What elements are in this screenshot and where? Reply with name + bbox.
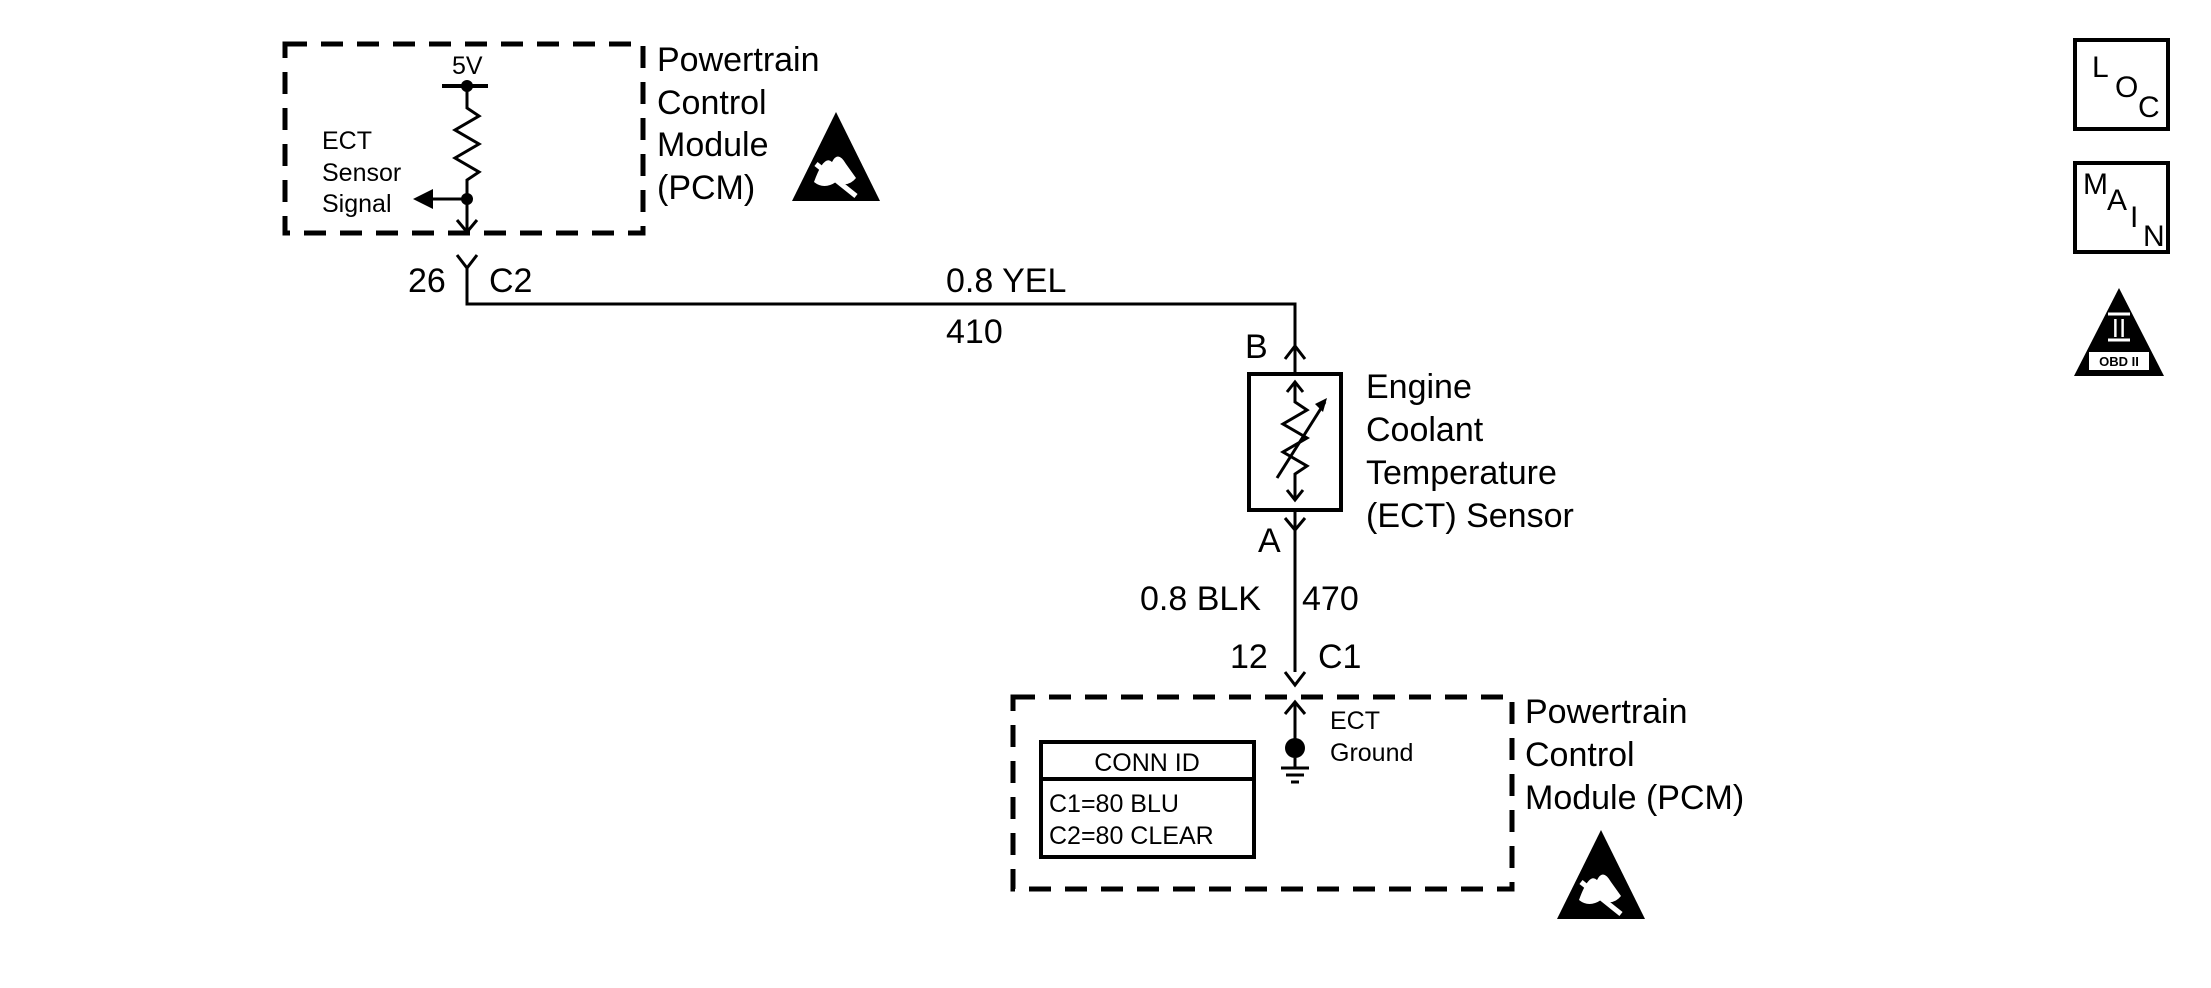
signal-arrow-icon xyxy=(413,189,433,209)
sensor-label-1: Engine xyxy=(1366,368,1472,406)
pcm-top-label-4: (PCM) xyxy=(657,169,755,207)
supply-5v-label: 5V xyxy=(452,52,483,80)
conn-id-table: CONN ID C1=80 BLU C2=80 CLEAR xyxy=(1039,740,1256,859)
loc-icon[interactable]: L O C xyxy=(2073,38,2170,131)
sensor-label-3: Temperature xyxy=(1366,454,1557,492)
variable-arrow-head xyxy=(1315,398,1327,412)
svg-text:M: M xyxy=(2083,168,2108,201)
signal-label-2: Sensor xyxy=(322,159,401,187)
thermistor-icon xyxy=(1280,384,1310,498)
sensor-label-4: (ECT) Sensor xyxy=(1366,497,1574,535)
connector-c1-pin: 12 xyxy=(1230,638,1268,676)
svg-text:A: A xyxy=(2107,184,2127,217)
wire-410-circuit: 410 xyxy=(946,313,1003,351)
pcm-top-label-3: Module xyxy=(657,126,769,164)
ground-arrow-chevron xyxy=(1283,699,1307,715)
pcm-top-module: Powertrain Control Module (PCM) 5V ECT S… xyxy=(282,41,880,236)
esd-warning-icon xyxy=(792,112,880,201)
wire-410-path xyxy=(465,268,1297,346)
svg-text:L: L xyxy=(2092,51,2109,84)
svg-text:C: C xyxy=(2138,91,2160,124)
conn-id-row-2: C2=80 CLEAR xyxy=(1049,822,1214,850)
connector-c2-pin: 26 xyxy=(408,262,446,300)
ground-label-1: ECT xyxy=(1330,707,1380,735)
thermistor-top-arrow xyxy=(1285,379,1305,393)
pullup-resistor xyxy=(452,86,482,199)
sensor-label-2: Coolant xyxy=(1366,411,1484,449)
wire-470: 0.8 BLK 470 12 C1 xyxy=(1140,530,1361,688)
thermistor-variable-arrow xyxy=(1275,401,1327,479)
conn-id-row-1: C1=80 BLU xyxy=(1049,790,1179,818)
wire-410: 0.8 YEL 410 xyxy=(465,262,1297,351)
wire-410-size-color: 0.8 YEL xyxy=(946,262,1066,300)
pin12-chevron xyxy=(1283,671,1307,688)
svg-text:II: II xyxy=(2112,313,2126,343)
svg-text:I: I xyxy=(2130,201,2138,234)
esd-warning-icon-bottom xyxy=(1557,830,1645,919)
pcm-bottom-label-3: Module (PCM) xyxy=(1525,779,1744,817)
pcm-top-boundary xyxy=(282,41,646,236)
svg-text:N: N xyxy=(2143,220,2165,253)
signal-label-3: Signal xyxy=(322,190,392,218)
svg-text:O: O xyxy=(2115,71,2138,104)
connector-c1-id: C1 xyxy=(1318,638,1361,676)
sensor-pin-a: A xyxy=(1258,522,1281,560)
pcm-top-label-2: Control xyxy=(657,84,767,122)
pcm-bottom-label-2: Control xyxy=(1525,736,1635,774)
pcm-bottom-module: Powertrain Control Module (PCM) ECT Grou… xyxy=(1010,693,1744,919)
thermistor-bottom-arrow xyxy=(1285,489,1305,503)
wire-470-size-color: 0.8 BLK xyxy=(1140,580,1261,618)
pcm-top-label-1: Powertrain xyxy=(657,41,820,79)
connector-c2-id: C2 xyxy=(489,262,532,300)
conn-id-frame xyxy=(1039,740,1256,859)
pin26-chevron xyxy=(455,254,479,271)
pcm-bottom-label-1: Powertrain xyxy=(1525,693,1688,731)
svg-text:OBD II: OBD II xyxy=(2099,354,2139,369)
ground-label-2: Ground xyxy=(1330,739,1413,767)
wire-470-circuit: 470 xyxy=(1302,580,1359,618)
ground-node xyxy=(1285,738,1305,758)
conn-id-title: CONN ID xyxy=(1094,749,1200,777)
main-icon[interactable]: M A I N xyxy=(2073,161,2170,254)
signal-label-1: ECT xyxy=(322,127,372,155)
ect-sensor: B A Engine Coolant Temperature (ECT) Sen… xyxy=(1245,328,1574,560)
pcm-bottom-boundary xyxy=(1010,694,1515,892)
sensor-pin-b: B xyxy=(1245,328,1268,366)
connector-c2: 26 C2 xyxy=(408,254,532,300)
obd-ii-icon[interactable]: II OBD II xyxy=(2074,288,2164,376)
